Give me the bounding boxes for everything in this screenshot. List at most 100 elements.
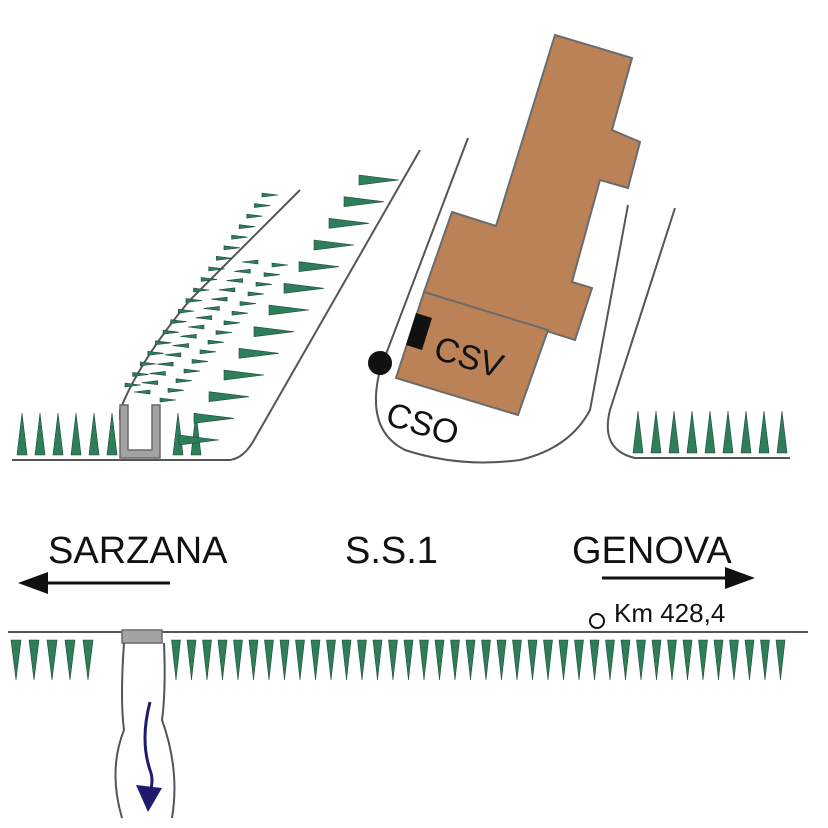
channel-vegetation-spike <box>172 343 189 348</box>
channel-vegetation-spike <box>254 203 271 208</box>
vegetation-spike <box>636 639 646 681</box>
channel-vegetation-spike <box>223 245 240 251</box>
channel-vegetation-spike <box>185 298 202 303</box>
channel-vegetation-spike <box>170 319 187 325</box>
stream <box>114 642 176 819</box>
bank-vegetation-spike <box>253 326 295 338</box>
channel-vegetation-spike <box>247 291 265 297</box>
bank-vegetation-spike <box>298 261 340 273</box>
channel-vegetation-spike <box>175 378 193 384</box>
channel-vegetation-spike <box>207 339 225 345</box>
channel-vegetation-spike <box>261 192 279 198</box>
vegetation-spike <box>310 639 321 681</box>
bank-vegetation-spike <box>313 239 355 251</box>
channel-vegetation-spike <box>177 308 195 314</box>
vegetation-spike <box>34 412 46 456</box>
channel-vegetation-spike <box>157 361 174 367</box>
vegetation-spike <box>372 639 383 681</box>
vegetation-spike <box>419 639 429 681</box>
channel-vegetation-spike <box>234 268 251 274</box>
vegetation-spike <box>70 412 82 456</box>
vegetation-spike <box>465 639 476 681</box>
channel-vegetation-spike <box>132 372 149 377</box>
channel-vegetation-spike <box>162 329 180 335</box>
channel-vegetation-spike <box>271 262 289 268</box>
building-complex <box>394 33 642 417</box>
bank-vegetation-spike <box>178 434 220 446</box>
road-label: S.S.1 <box>345 530 438 572</box>
channel-vegetation-spike <box>199 349 217 355</box>
vegetation-spike <box>682 639 693 681</box>
channel-vegetation-spike <box>246 213 263 219</box>
vegetation-spike <box>713 639 724 681</box>
channel-vegetation-spike <box>159 397 177 403</box>
channel-vegetation-spike <box>167 388 185 393</box>
vegetation-spike <box>558 639 569 681</box>
vegetation-spike <box>496 639 507 681</box>
csv-marker-block <box>406 313 432 350</box>
vegetation-spike <box>10 639 22 681</box>
channel-vegetation-spike <box>226 278 243 283</box>
vegetation-spike <box>740 410 752 454</box>
vegetation-spike <box>248 639 259 681</box>
channel-vegetation-spike <box>180 333 197 339</box>
vegetation-spike <box>632 410 644 454</box>
vegetation-spike <box>450 639 460 681</box>
vegetation-spike <box>686 410 698 454</box>
direction-arrow-sarzana <box>18 572 170 594</box>
main-building <box>422 33 642 342</box>
cso-label: CSO <box>382 395 464 453</box>
vegetation-spike <box>357 639 367 681</box>
channel-vegetation-spike <box>215 330 233 335</box>
flow-arrow-icon <box>143 701 154 793</box>
channel-vegetation-spike <box>183 368 201 374</box>
vegetation-spike <box>279 639 290 681</box>
vegetation-spike <box>543 639 553 681</box>
vegetation-spike <box>172 412 184 456</box>
channel-vegetation-spike <box>239 301 257 306</box>
vegetation-spike <box>722 410 734 454</box>
bank-vegetation-spike <box>328 217 370 229</box>
channel-vegetation-spike <box>191 359 209 364</box>
bank-vegetation-spike <box>283 282 325 294</box>
vegetation-spike <box>295 639 305 681</box>
vegetation-spike <box>698 639 708 681</box>
km-label: Km 428,4 <box>614 598 725 628</box>
vegetation-spike <box>16 412 28 456</box>
bank-vegetation-spike <box>343 196 385 208</box>
channel-vegetation-spike <box>231 234 248 240</box>
vegetation-spike <box>82 639 94 681</box>
vegetation-spike <box>589 639 600 681</box>
bank-vegetation-spike <box>223 369 265 381</box>
vegetation-spike <box>186 639 197 681</box>
vegetation-spike <box>667 639 677 681</box>
sampling-point-icon <box>368 351 392 375</box>
bank-vegetation-spike <box>208 391 250 403</box>
vegetation-spike <box>729 639 739 681</box>
culvert-structure <box>119 404 161 459</box>
channel-vegetation-spike <box>200 277 218 282</box>
vegetation-spike <box>574 639 584 681</box>
bank-vegetation-spike <box>193 412 235 424</box>
vegetation-spike <box>775 639 786 681</box>
channel-vegetation-spike <box>155 340 172 346</box>
direction-arrow-genova <box>602 567 755 589</box>
vegetation-spike <box>28 639 40 681</box>
channel-vegetation-spike <box>263 272 281 277</box>
vegetation-spike <box>744 639 755 681</box>
vegetation-spike <box>52 412 64 456</box>
vegetation-spike <box>88 412 100 456</box>
channel-vegetation-spike <box>223 320 241 326</box>
bank-vegetation-spike <box>238 347 280 359</box>
vegetation-spike <box>776 410 788 454</box>
vegetation-spike <box>620 639 631 681</box>
channel-vegetation-spike <box>203 306 220 311</box>
bank-vegetation-spike <box>358 174 400 186</box>
vegetation-spike <box>64 639 76 681</box>
vegetation-spike <box>217 639 228 681</box>
vegetation-spike <box>650 410 662 454</box>
channel-vegetation-spike <box>216 255 233 261</box>
channel-vegetation-spike <box>147 350 164 356</box>
channel-vegetation-spike <box>195 315 213 321</box>
